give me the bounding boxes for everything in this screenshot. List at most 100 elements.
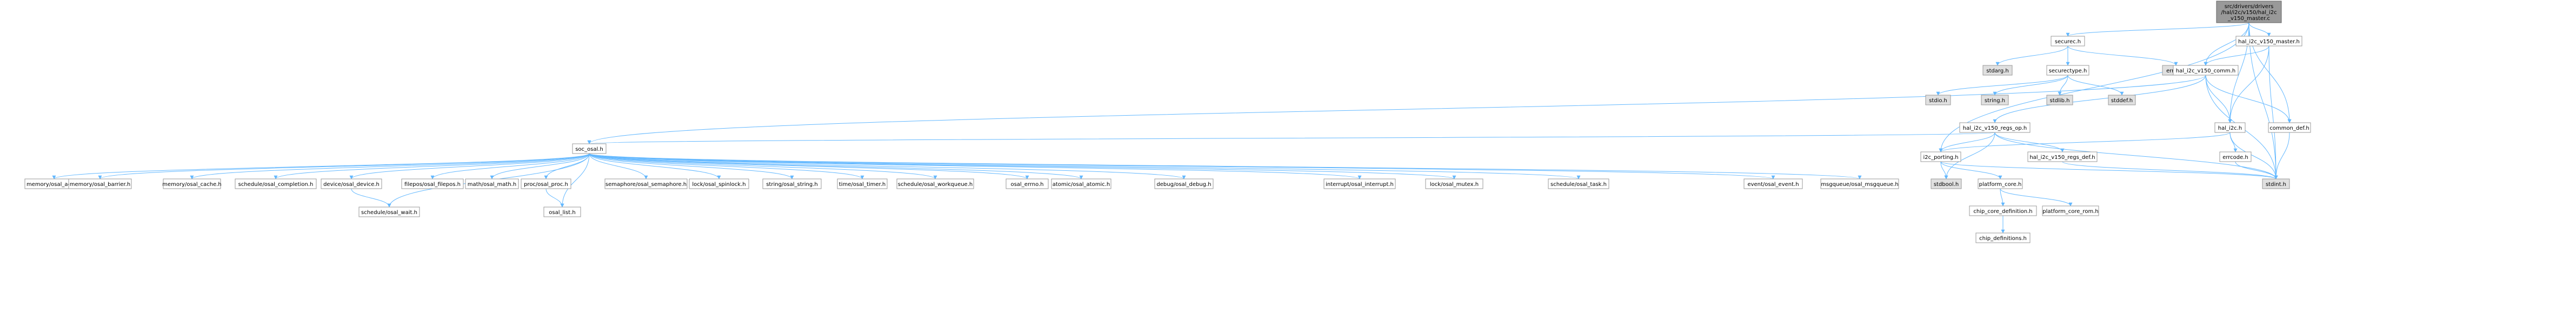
- graph-node-securectype[interactable]: securectype.h: [2046, 65, 2089, 76]
- node-label: atomic/osal_atomic.h: [1053, 182, 1110, 188]
- graph-node-osal-spinlock[interactable]: lock/osal_spinlock.h: [689, 178, 749, 189]
- graph-node-common-def[interactable]: common_def.h: [2268, 122, 2311, 133]
- graph-edge-errcode-to-stdint: [2235, 161, 2278, 179]
- graph-node-i2c-porting[interactable]: i2c_porting.h: [1920, 151, 1961, 162]
- graph-edge-regs-op-to-regs-def: [1994, 132, 2065, 152]
- graph-node-osal-interrupt[interactable]: interrupt/osal_interrupt.h: [1323, 178, 1396, 189]
- graph-node-osal-debug[interactable]: debug/osal_debug.h: [1154, 178, 1214, 189]
- graph-node-osal-filepos[interactable]: filepos/osal_filepos.h: [401, 178, 464, 189]
- graph-nodes: src/drivers/drivers/hal/i2c/v150/hal_i2c…: [24, 1, 2311, 243]
- graph-edge-securectype-to-stdlib: [2058, 75, 2068, 96]
- node-label: schedule/osal_wait.h: [361, 210, 417, 216]
- graph-node-osal-completion[interactable]: schedule/osal_completion.h: [235, 178, 317, 189]
- graph-node-osal-task[interactable]: schedule/osal_task.h: [1548, 178, 1609, 189]
- graph-node-osal-device[interactable]: device/osal_device.h: [321, 178, 382, 189]
- node-box: [1982, 65, 2013, 76]
- graph-node-osal-event[interactable]: event/osal_event.h: [1743, 178, 1803, 189]
- graph-node-securec[interactable]: securec.h: [2051, 36, 2085, 46]
- graph-edge-hal-i2c-v150-comm-to-regs-op: [1993, 75, 2206, 123]
- graph-edge-hal-i2c-to-stdint: [2229, 132, 2278, 179]
- graph-node-osal-math[interactable]: math/osal_math.h: [465, 178, 519, 189]
- graph-node-hal-i2c-v150-master-h[interactable]: hal_i2c_v150_master.h: [2235, 36, 2302, 46]
- node-label: debug/osal_debug.h: [1156, 182, 1211, 188]
- graph-node-osal-barrier[interactable]: memory/osal_barrier.h: [68, 178, 132, 189]
- graph-node-osal-cache[interactable]: memory/osal_cache.h: [162, 178, 222, 189]
- node-label: chip_core_definition.h: [1973, 209, 2032, 215]
- graph-edge-hal-i2c-v150-master-h-to-stdint: [2268, 45, 2278, 179]
- graph-edge-regs-def-to-stdint: [2062, 161, 2278, 179]
- graph-node-osal-msgqueue[interactable]: msgqueue/osal_msgqueue.h: [1820, 178, 1899, 189]
- node-label: memory/osal_cache.h: [162, 182, 222, 188]
- node-label: msgqueue/osal_msgqueue.h: [1821, 182, 1898, 188]
- graph-node-osal-workqueue[interactable]: schedule/osal_workqueue.h: [896, 178, 974, 189]
- graph-node-chip-core-def[interactable]: chip_core_definition.h: [1969, 205, 2037, 216]
- graph-edge-root-to-hal-i2c-v150-master-h: [2248, 22, 2271, 37]
- graph-node-root[interactable]: src/drivers/drivers/hal/i2c/v150/hal_i2c…: [2216, 1, 2282, 23]
- node-label: schedule/osal_completion.h: [238, 182, 314, 188]
- graph-node-osal-atomic[interactable]: atomic/osal_atomic.h: [1051, 178, 1111, 189]
- graph-edge-i2c-porting-to-platform-core: [1940, 161, 2002, 179]
- node-box: [521, 178, 571, 189]
- node-label: stdlib.h: [2050, 98, 2070, 104]
- graph-node-hal-i2c[interactable]: hal_i2c.h: [2214, 122, 2246, 133]
- graph-node-osal-mutex[interactable]: lock/osal_mutex.h: [1425, 178, 1483, 189]
- graph-node-errcode[interactable]: errcode.h: [2219, 151, 2252, 162]
- graph-node-platform-core[interactable]: platform_core.h: [1978, 178, 2023, 189]
- graph-edge-soc-osal-to-osal-math: [490, 153, 590, 179]
- node-box: [2216, 1, 2282, 23]
- node-box: [2046, 65, 2089, 76]
- graph-node-osal-wait[interactable]: schedule/osal_wait.h: [358, 207, 420, 217]
- graph-node-osal-timer[interactable]: time/osal_timer.h: [837, 178, 888, 189]
- graph-node-osal-semaphore[interactable]: semaphore/osal_semaphore.h: [604, 178, 688, 189]
- node-box: [1154, 178, 1214, 189]
- node-box: [2108, 95, 2136, 105]
- node-label: securectype.h: [2049, 68, 2087, 74]
- node-box: [1548, 178, 1609, 189]
- node-label: hal_i2c_v150_regs_op.h: [1963, 125, 2027, 131]
- node-box: [1820, 178, 1899, 189]
- graph-edge-hal-i2c-v150-comm-to-common-def: [2205, 75, 2292, 123]
- node-label: errcode.h: [2222, 155, 2248, 161]
- graph-node-soc-osal[interactable]: soc_osal.h: [572, 143, 607, 154]
- graph-edge-hal-i2c-to-errcode: [2229, 132, 2238, 152]
- node-box: [2051, 36, 2085, 46]
- node-label: filepos/osal_filepos.h: [404, 182, 461, 188]
- node-label: hal_i2c_v150_regs_def.h: [2029, 155, 2095, 161]
- graph-node-chip-definitions[interactable]: chip_definitions.h: [1975, 232, 2031, 243]
- node-box: [68, 178, 132, 189]
- node-label: memory/osal_addr.h: [26, 182, 82, 188]
- node-box: [1006, 178, 1049, 189]
- node-box: [1981, 95, 2009, 105]
- graph-edge-securec-to-errno: [2067, 45, 2178, 66]
- graph-edge-regs-op-to-soc-osal: [588, 132, 1995, 144]
- node-box: [837, 178, 888, 189]
- node-label: string.h: [1985, 98, 2005, 104]
- node-label: stdbool.h: [1934, 182, 1959, 188]
- graph-node-osal-proc[interactable]: proc/osal_proc.h: [521, 178, 571, 189]
- graph-node-regs-op[interactable]: hal_i2c_v150_regs_op.h: [1959, 122, 2031, 133]
- node-box: [2235, 36, 2302, 46]
- node-label: osal_list.h: [549, 210, 575, 216]
- node-box: [1978, 178, 2023, 189]
- graph-node-stdbool: stdbool.h: [1931, 178, 1962, 189]
- node-box: [2214, 122, 2246, 133]
- node-box: [1959, 122, 2031, 133]
- node-label: common_def.h: [2269, 125, 2309, 131]
- graph-node-osal-list[interactable]: osal_list.h: [543, 207, 581, 217]
- node-box: [465, 178, 519, 189]
- graph-node-regs-def[interactable]: hal_i2c_v150_regs_def.h: [2027, 151, 2098, 162]
- graph-node-osal-errno[interactable]: osal_errno.h: [1006, 178, 1049, 189]
- graph-node-osal-string[interactable]: string/osal_string.h: [762, 178, 822, 189]
- graph-node-stdint: stdint.h: [2262, 178, 2290, 189]
- node-box: [2268, 122, 2311, 133]
- node-box: [572, 143, 607, 154]
- graph-edge-regs-op-to-stdint: [1994, 132, 2278, 179]
- node-label: hal_i2c_v150_master.h: [2238, 39, 2300, 45]
- graph-node-platform-core-rom[interactable]: platform_core_rom.h: [2042, 205, 2099, 216]
- node-label: stdarg.h: [1986, 68, 2008, 74]
- node-box: [1931, 178, 1962, 189]
- graph-edge-i2c-porting-to-stdint: [1940, 161, 2278, 179]
- node-label: schedule/osal_task.h: [1550, 182, 1607, 188]
- graph-node-hal-i2c-v150-comm[interactable]: hal_i2c_v150_comm.h: [2173, 65, 2239, 76]
- graph-edge-soc-osal-to-osal-list: [560, 153, 590, 208]
